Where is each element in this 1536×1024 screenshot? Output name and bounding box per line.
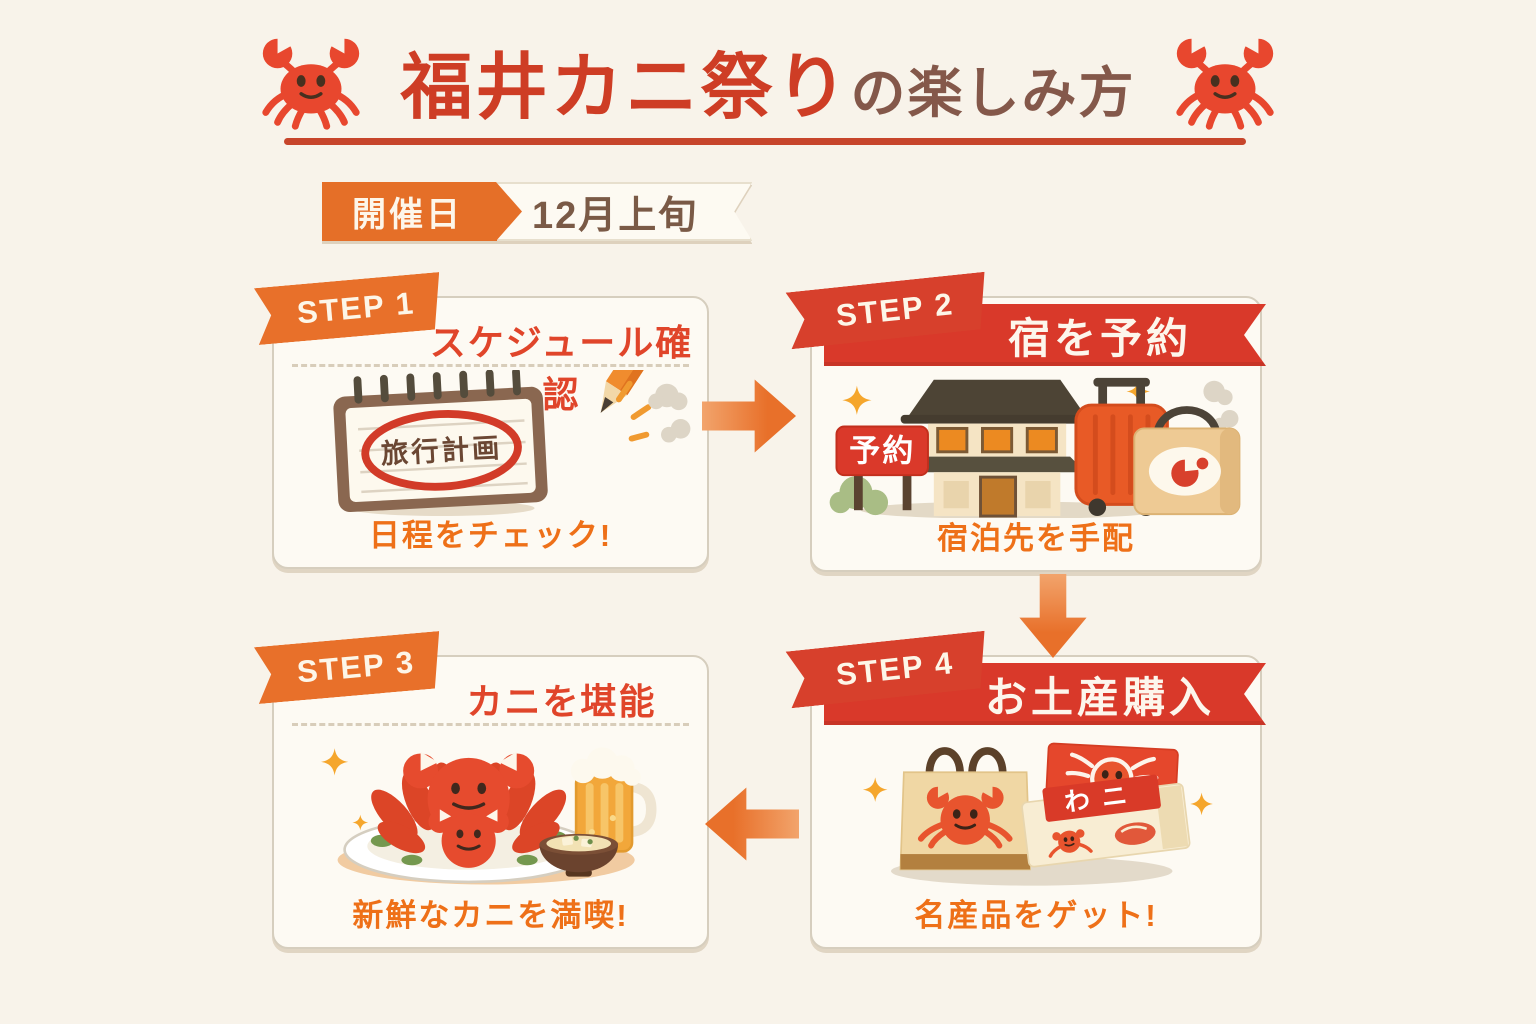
step3-caption: 新鮮なカニを満喫!	[352, 898, 629, 933]
step1-caption: 日程をチェック!	[368, 518, 613, 553]
step3-illustration	[274, 729, 707, 895]
note-text: 旅行計画	[380, 432, 503, 469]
flow-arrow-step2-to-step4	[1019, 574, 1087, 658]
header: 福井カニ祭り の楽しみ方	[0, 28, 1536, 133]
sparkle-icon	[862, 777, 1213, 816]
flow-arrow-step4-to-step3	[705, 787, 799, 861]
event-date-label: 開催日	[322, 182, 497, 241]
step1-card: STEP 1 スケジュール確認	[272, 296, 709, 569]
crab-icon	[1175, 35, 1274, 130]
beer-mug-icon	[570, 747, 657, 853]
step2-illustration: 予約	[812, 372, 1260, 518]
crab-meal-icon	[321, 747, 657, 885]
cream-crab-box-icon: わニ	[1021, 774, 1191, 868]
page-title: 福井カニ祭り の楽しみ方	[400, 28, 1135, 133]
reservation-sign-icon: 予約	[835, 425, 929, 511]
step2-card: 宿を予約 STEP 2	[810, 296, 1262, 572]
step4-card: お土産購入 STEP 4	[810, 655, 1262, 949]
step3-card: STEP 3 カニを堪能	[272, 655, 709, 949]
title-underline	[284, 138, 1246, 145]
step2-caption: 宿泊先を手配	[937, 521, 1135, 556]
page-title-main: 福井カニ祭り	[400, 48, 851, 128]
cloud-icon	[1203, 380, 1239, 432]
soup-bowl-icon	[539, 833, 619, 877]
page-title-suffix: の楽しみ方	[850, 62, 1136, 124]
flow-arrow-step1-to-step2	[702, 379, 796, 453]
step3-ribbon: STEP 3	[254, 631, 444, 704]
crab-icon	[262, 35, 361, 130]
step1-title: スケジュール確認	[429, 322, 694, 415]
ryokan-house-icon	[900, 379, 1094, 518]
step4-caption: 名産品をゲット!	[914, 898, 1158, 933]
divider	[292, 723, 689, 726]
shopping-bag-icon	[899, 747, 1031, 871]
small-crab-print	[1048, 829, 1093, 858]
step1-ribbon: STEP 1	[254, 272, 444, 345]
crab-print	[917, 785, 1013, 849]
small-crab	[428, 809, 509, 868]
cloud-icon	[648, 383, 691, 443]
notepad-pencil-icon: 旅行計画	[333, 370, 691, 517]
sign-text: 予約	[849, 434, 915, 469]
sparkle-icon	[321, 748, 369, 831]
step4-illustration: わニ	[812, 733, 1260, 895]
event-date-badge: 開催日 12月上旬	[322, 182, 752, 241]
step1-illustration: 旅行計画	[274, 370, 707, 517]
step3-title: カニを堪能	[466, 681, 657, 722]
souvenir-icon: わニ	[862, 742, 1213, 886]
divider	[292, 364, 689, 367]
bush-icon	[829, 476, 889, 516]
crab-bag-icon	[1133, 406, 1241, 516]
ryokan-luggage-icon: 予約	[829, 377, 1241, 518]
event-date-value: 12月上旬	[496, 182, 752, 241]
